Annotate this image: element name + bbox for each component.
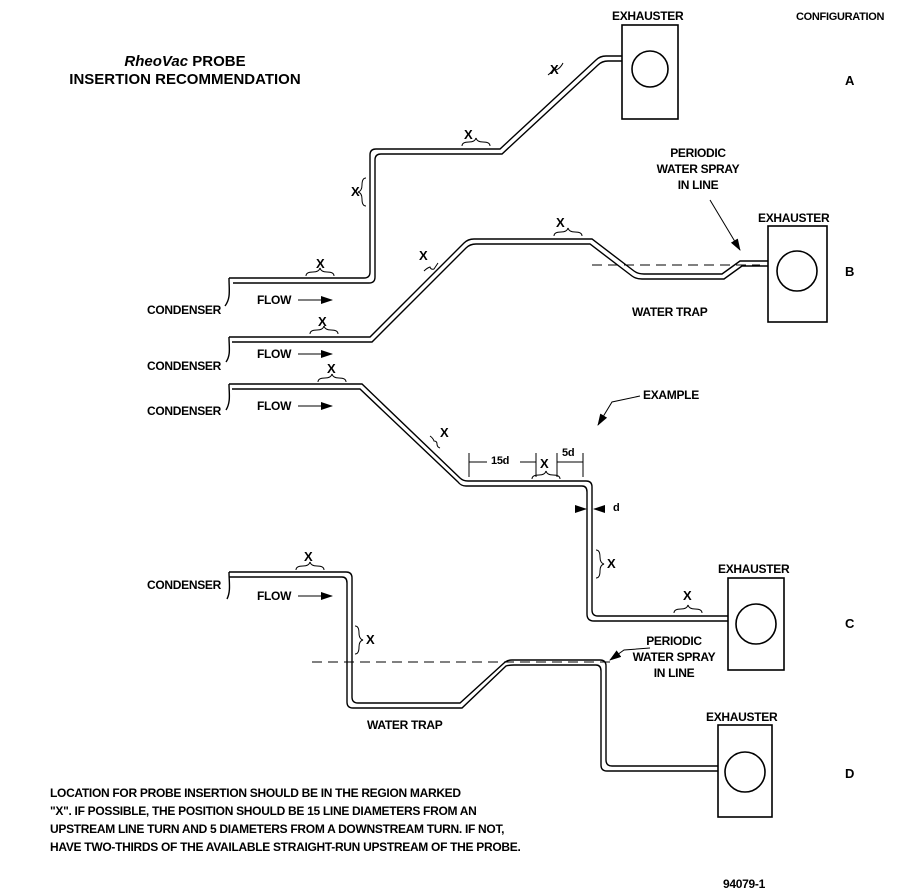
pipe-configuration-d [229, 571, 718, 772]
probe-region-x-b1: X [556, 215, 565, 230]
probe-region-x-a3: X [351, 184, 360, 199]
probe-region-x-a4: X [316, 256, 325, 271]
exhauster-a-label: EXHAUSTER [612, 9, 684, 23]
condenser-outlet-a [224, 277, 231, 307]
dimension-lines [468, 453, 605, 513]
example-label: EXAMPLE [643, 388, 699, 402]
probe-region-x-b3: X [318, 314, 327, 329]
probe-region-x-c4: X [607, 556, 616, 571]
periodic-d-line1: PERIODIC [646, 634, 702, 648]
exhauster-c-label: EXHAUSTER [718, 562, 790, 576]
probe-region-x-d1: X [304, 549, 313, 564]
probe-region-x-b2: X [419, 248, 428, 263]
water-trap-d-label: WATER TRAP [367, 718, 443, 732]
condenser-outlet-d [226, 571, 231, 600]
exhauster-b-label: EXHAUSTER [758, 211, 830, 225]
example-leader-arrow [597, 395, 641, 426]
pipe-configuration-c [229, 383, 728, 622]
condenser-d-label: CONDENSER [147, 578, 221, 592]
configuration-b-label: B [845, 264, 855, 279]
periodic-spray-d-label: PERIODIC WATER SPRAY IN LINE [624, 633, 724, 681]
insertion-note: LOCATION FOR PROBE INSERTION SHOULD BE I… [50, 784, 521, 856]
periodic-spray-b-label: PERIODIC WATER SPRAY IN LINE [648, 145, 748, 193]
configuration-d-label: D [845, 766, 855, 781]
periodic-b-line2: WATER SPRAY [656, 162, 740, 176]
pipe-configuration-b [229, 238, 768, 343]
title-brand: RheoVac [124, 53, 189, 70]
exhauster-b [767, 225, 828, 323]
flow-c-label: FLOW [257, 399, 292, 413]
condenser-b-label: CONDENSER [147, 359, 221, 373]
note-line-2: "X". IF POSSIBLE, THE POSITION SHOULD BE… [50, 804, 477, 818]
condenser-outlet-c [225, 383, 231, 411]
periodic-d-line3: IN LINE [653, 666, 695, 680]
note-line-3: UPSTREAM LINE TURN AND 5 DIAMETERS FROM … [50, 822, 505, 836]
condenser-a-label: CONDENSER [147, 303, 221, 317]
condenser-outlet-b [225, 336, 231, 363]
periodic-b-line1: PERIODIC [670, 146, 726, 160]
flow-d-label: FLOW [257, 589, 292, 603]
figure-number: 94079-1 [723, 877, 765, 891]
probe-region-x-c5: X [683, 588, 692, 603]
title-subtitle: INSERTION RECOMMENDATION [69, 71, 301, 88]
flow-b-label: FLOW [257, 347, 292, 361]
exhauster-d-label: EXHAUSTER [706, 710, 778, 724]
configuration-a-label: A [845, 73, 855, 88]
probe-region-x-d2: X [366, 632, 375, 647]
configuration-c-label: C [845, 616, 855, 631]
dimension-15d-label: 15d [491, 455, 510, 467]
condenser-c-label: CONDENSER [147, 404, 221, 418]
exhauster-a [621, 24, 679, 120]
flow-a-label: FLOW [257, 293, 292, 307]
probe-region-x-a1: X [550, 62, 559, 77]
dimension-5d-label: 5d [562, 447, 575, 459]
note-line-1: LOCATION FOR PROBE INSERTION SHOULD BE I… [50, 786, 461, 800]
periodic-d-line2: WATER SPRAY [632, 650, 716, 664]
pipe-configuration-a [229, 55, 622, 284]
probe-region-braces [295, 62, 703, 655]
exhauster-c [727, 577, 785, 671]
probe-region-x-c3: X [540, 456, 549, 471]
diagram-title: RheoVac PROBE INSERTION RECOMMENDATION [40, 53, 330, 89]
probe-region-x-c2: X [440, 425, 449, 440]
exhauster-d [717, 724, 773, 818]
water-trap-b-label: WATER TRAP [632, 305, 708, 319]
probe-region-x-c1: X [327, 361, 336, 376]
periodic-b-line3: IN LINE [677, 178, 719, 192]
note-line-4: HAVE TWO-THIRDS OF THE AVAILABLE STRAIGH… [50, 840, 521, 854]
spray-leader-arrow-b [709, 199, 741, 251]
spray-leader-arrow-d [609, 647, 651, 661]
dimension-d-label: d [613, 502, 620, 514]
probe-region-x-a2: X [464, 127, 473, 142]
title-probe: PROBE [188, 53, 246, 70]
configuration-header: CONFIGURATION [796, 11, 885, 23]
